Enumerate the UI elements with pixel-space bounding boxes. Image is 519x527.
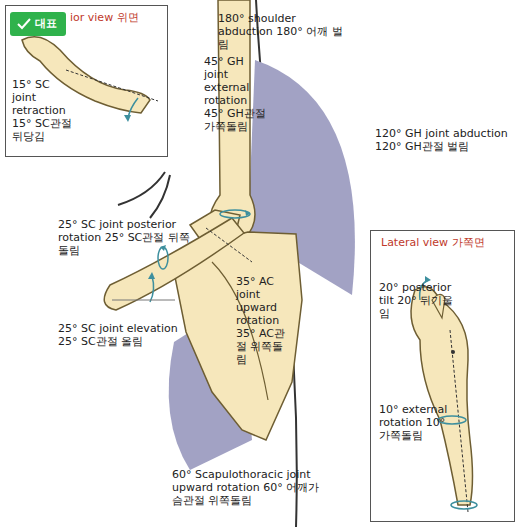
reference-line — [112, 300, 175, 301]
arrow-head — [148, 272, 155, 279]
badge-tag: 대표 — [10, 12, 66, 36]
rotation-arrow — [451, 501, 477, 509]
axis-line — [66, 70, 158, 101]
arrow-head — [160, 245, 166, 251]
rotation-arrow — [220, 210, 250, 218]
inset-heading: Lateral view 가쪽면 — [381, 236, 511, 249]
inset-heading: ior view 위면 — [70, 11, 166, 24]
inset-box: Lateral view 가쪽면 20° posterior tilt 20° 뒤… — [370, 230, 515, 522]
arrow-head — [245, 210, 250, 216]
check-icon — [18, 19, 30, 28]
angle-label: 25° SC joint posterior rotation 25° SC관절… — [58, 218, 198, 257]
angle-label: 120° GH joint abduction 120° GH관절 벌림 — [375, 127, 515, 153]
angle-label: 20° posterior tilt 20° 뒤기울임 — [379, 281, 463, 320]
axis-line — [206, 228, 252, 262]
angle-label: 35° AC joint upward rotation 35° AC관절 위쪽… — [236, 275, 292, 366]
angle-label: 25° SC joint elevation 25° SC관절 올림 — [58, 322, 188, 348]
inset-background — [370, 230, 515, 522]
inset-background — [5, 5, 168, 157]
neck-outline — [150, 175, 170, 218]
angle-label: 60° Scapulothoracic joint upward rotatio… — [172, 468, 322, 507]
angle-label: 15° SC joint retraction 15° SC관절 뒤당김 — [12, 78, 76, 143]
arrow-head — [124, 115, 131, 122]
angle-label: 45° GH joint external rotation 45° GH관절 … — [204, 55, 266, 133]
angle-label: 10° external rotation 10° 가쪽돌림 — [379, 403, 451, 442]
rotation-arrow — [158, 247, 168, 269]
clavicle-bone — [22, 37, 150, 113]
neck-outline — [118, 172, 165, 205]
check-icon — [16, 12, 32, 36]
scapula-lateral-bone — [411, 287, 473, 505]
badge-text: 대표 — [35, 17, 65, 30]
angle-label: 180° shoulder abduction 180° 어깨 벌림 — [218, 12, 348, 51]
elevation-arrow — [150, 276, 154, 302]
